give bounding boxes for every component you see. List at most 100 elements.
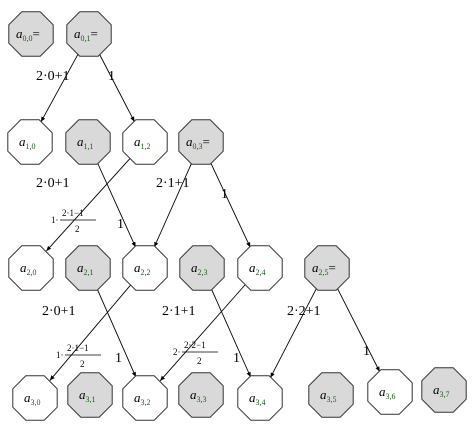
- node-label: a3,4: [249, 390, 266, 407]
- node-a01: a0,1=: [66, 11, 112, 57]
- node-octagon: [122, 119, 168, 165]
- edge-label-1: 2·0+1: [36, 69, 70, 84]
- edge-arrow-a25-a36: [336, 287, 381, 372]
- edge-arrow-a03-a24: [209, 161, 251, 248]
- node-octagon: [65, 245, 111, 291]
- node-octagon: [65, 119, 111, 165]
- fraction-coef: 1·: [51, 215, 59, 225]
- node-octagon: [237, 375, 283, 421]
- node-a21: a2,1: [65, 245, 111, 291]
- edge-label-10: 1: [115, 351, 122, 366]
- node-a32: a3,2: [122, 375, 168, 421]
- node-label: a0,1=: [74, 26, 98, 43]
- edges: [40, 53, 381, 382]
- node-label: a3,2: [134, 390, 151, 407]
- node-a10: a1,0: [7, 119, 53, 165]
- node-octagon: [67, 372, 113, 418]
- node-a25: a2,5=: [304, 245, 350, 291]
- node-label: a3,5: [320, 387, 337, 404]
- node-octagon: [178, 119, 224, 165]
- fraction-denominator: 2: [197, 356, 202, 366]
- edge-arrow-a03-a22: [153, 161, 193, 248]
- node-label: a0,0=: [16, 26, 40, 43]
- node-a20: a2,0: [8, 245, 54, 291]
- node-octagon: [12, 375, 58, 421]
- node-a36: a3,6: [367, 369, 413, 415]
- node-a31: a3,1: [67, 372, 113, 418]
- node-a00: a0,0=: [8, 11, 54, 57]
- edge-label-3: 2·0+1: [36, 176, 70, 191]
- node-label: a3,6: [379, 384, 396, 401]
- fraction-label-2: 1· 2·1−1 2: [56, 343, 101, 369]
- node-a34: a3,4: [237, 375, 283, 421]
- edge-label-5: 1: [221, 187, 228, 202]
- node-octagon: [304, 245, 350, 291]
- node-label: a0,3=: [186, 134, 210, 151]
- edge-arrow-a25-a34: [270, 287, 318, 378]
- node-label: a3,7: [433, 382, 450, 399]
- node-octagon: [8, 11, 54, 57]
- node-a23: a2,3: [179, 245, 225, 291]
- node-octagon: [178, 372, 224, 418]
- node-octagon: [367, 369, 413, 415]
- edge-arrow-a12-a20: [46, 157, 131, 252]
- node-octagon: [308, 372, 354, 418]
- node-a24: a2,4: [237, 245, 283, 291]
- node-a30: a3,0: [12, 375, 58, 421]
- node-octagon: [237, 245, 283, 291]
- node-a11: a1,1: [65, 119, 111, 165]
- fraction-numerator: 2·1−1: [67, 343, 89, 353]
- node-octagon: [179, 245, 225, 291]
- edge-arrow-a21-a32: [96, 287, 137, 378]
- node-a37: a3,7: [421, 367, 467, 413]
- edge-label-6: 1: [117, 217, 124, 232]
- nodes: a0,0= a0,1= a1,0 a1,1 a1,2 a0,3= a2,0 a2,1 a2,2 a…: [7, 11, 467, 421]
- node-label: a2,3: [191, 260, 208, 277]
- edge-label-4: 2·1+1: [156, 176, 190, 191]
- edge-arrow-a11-a22: [96, 161, 136, 248]
- edge-label-12: 1: [363, 344, 370, 359]
- edge-label-8: 2·1+1: [162, 304, 196, 319]
- edge-arrow-a01-a10: [40, 53, 79, 123]
- node-label: a2,4: [249, 260, 266, 277]
- node-label: a2,5=: [312, 260, 336, 277]
- node-octagon: [8, 245, 54, 291]
- node-octagon: [7, 119, 53, 165]
- edge-label-9: 2·2+1: [287, 304, 321, 319]
- edge-label-2: 1: [108, 69, 115, 84]
- fraction-coef: 1·: [56, 350, 64, 360]
- fraction-numerator: 2·1−1: [62, 208, 84, 218]
- fraction-label-3: 2· 2·2−1 2: [173, 340, 218, 366]
- node-octagon: [66, 11, 112, 57]
- fraction-numerator: 2·2−1: [184, 340, 206, 350]
- node-label: a1,2: [134, 134, 151, 151]
- edge-label-7: 2·0+1: [42, 304, 76, 319]
- node-label: a2,0: [20, 260, 37, 277]
- node-label: a2,2: [134, 260, 151, 277]
- node-label: a2,1: [77, 260, 94, 277]
- node-label: a1,0: [19, 134, 36, 151]
- node-label: a3,3: [190, 387, 207, 404]
- edge-labels: 2·0+1 1 2·0+1 2·1+1 1 1 2·0+1 2·1+1 2·2+…: [36, 69, 370, 369]
- fraction-coef: 2·: [173, 347, 181, 357]
- node-a33: a3,3: [178, 372, 224, 418]
- fraction-label-1: 1· 2·1−1 2: [51, 208, 96, 234]
- fraction-denominator: 2: [80, 359, 85, 369]
- edge-arrow-a22-a30: [49, 284, 132, 381]
- node-a35: a3,5: [308, 372, 354, 418]
- edge-arrow-a01-a12: [98, 53, 135, 122]
- node-label: a3,0: [24, 390, 41, 407]
- node-label: a1,1: [77, 134, 94, 151]
- node-a22: a2,2: [122, 245, 168, 291]
- node-octagon: [122, 245, 168, 291]
- edge-arrow-a23-a34: [210, 287, 252, 378]
- node-octagon: [122, 375, 168, 421]
- edge-arrow-a24-a32: [159, 284, 246, 382]
- node-a12: a1,2: [122, 119, 168, 165]
- node-a03: a0,3=: [178, 119, 224, 165]
- edge-label-11: 1: [233, 351, 240, 366]
- fraction-denominator: 2: [75, 224, 80, 234]
- node-octagon: [421, 367, 467, 413]
- node-label: a3,1: [79, 387, 96, 404]
